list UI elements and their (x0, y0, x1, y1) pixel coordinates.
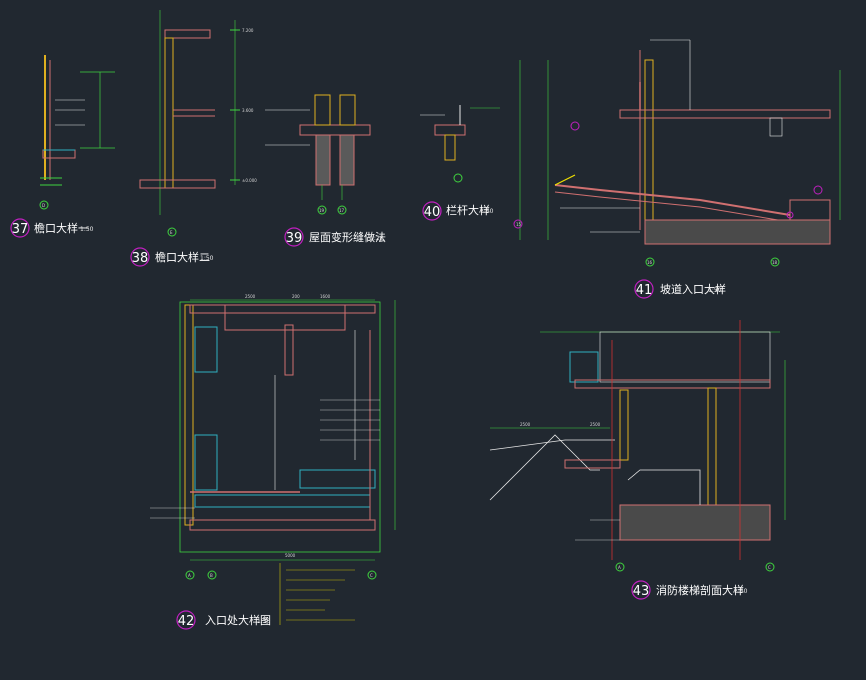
detail-43-dim-2: 2500 (590, 422, 601, 427)
axis-tag-A-42: A (188, 573, 191, 578)
axis-tag-C-42: C (370, 573, 373, 578)
detail-42-dim-top-1: 2500 (245, 294, 256, 299)
detail-42-drawing: 5000 2500 200 1600 (150, 294, 396, 625)
axis-tag-19: 19 (319, 208, 325, 213)
detail-42-scale: 1:50 (257, 618, 271, 625)
detail-39-title: 屋面变形缝做法 (309, 230, 386, 244)
detail-42-bubble (176, 610, 196, 630)
detail-38-level-top: 7.200 (242, 28, 254, 33)
detail-40-bubble (422, 201, 442, 221)
detail-42-dim-top-2: 200 (292, 294, 300, 299)
detail-40-number: 40 (424, 205, 441, 220)
detail-38-caption: 38 檐口大样二 1:50 (130, 247, 214, 267)
axis-tag-18: 18 (772, 260, 778, 265)
detail-43-scale: 1:50 (734, 588, 748, 595)
detail-41-title: 坡道入口大样 (660, 282, 726, 296)
axis-tag-17: 17 (339, 208, 345, 213)
detail-43-dim-1: 2500 (520, 422, 531, 427)
axis-tag-A-43: A (618, 565, 621, 570)
detail-38-number: 38 (132, 251, 149, 266)
detail-37-scale: 1:50 (80, 226, 94, 233)
axis-tag-d37: D (42, 203, 45, 208)
detail-37-number: 37 (12, 222, 29, 237)
detail-39-number: 39 (286, 231, 303, 246)
detail-40-caption: 40 栏杆大样 1:50 (422, 201, 494, 221)
detail-38-scale: 1:50 (200, 255, 214, 262)
detail-43-title: 消防楼梯剖面大样 (656, 583, 744, 597)
detail-41-caption: 41 坡道入口大样 1:50 (634, 279, 726, 299)
detail-39-caption: 39 屋面变形缝做法 1:20 (284, 227, 386, 247)
detail-42-number: 42 (178, 614, 195, 629)
detail-41-scale: 1:50 (708, 287, 722, 294)
axis-tag-C-43: C (768, 565, 771, 570)
detail-42-dim-bottom: 5000 (285, 553, 296, 558)
detail-37-title: 檐口大样一 (34, 221, 89, 235)
detail-42-title: 入口处大样图 (205, 613, 271, 627)
detail-39-scale: 1:20 (370, 235, 384, 242)
detail-40-scale: 1:50 (480, 208, 494, 215)
detail-39-bubble (284, 227, 304, 247)
detail-37-bubble (10, 218, 30, 238)
detail-41-bubble (634, 279, 654, 299)
detail-39-drawing (265, 94, 371, 215)
axis-tags: D E 19 17 15 A B C 16 18 A C (42, 203, 778, 578)
detail-43-drawing: 2500 2500 (489, 320, 786, 572)
detail-38-level-mid: 3.600 (242, 108, 254, 113)
detail-38-bubble (130, 247, 150, 267)
axis-tag-B-42: B (210, 573, 213, 578)
detail-43-bubble (631, 580, 651, 600)
detail-40-drawing (420, 105, 500, 183)
detail-41-number: 41 (636, 283, 653, 298)
detail-40-title: 栏杆大样 (446, 203, 490, 217)
detail-43-number: 43 (633, 584, 650, 599)
detail-41-drawing (513, 39, 841, 267)
detail-38-title: 檐口大样二 (155, 250, 210, 264)
detail-43-caption: 43 消防楼梯剖面大样 1:50 (631, 580, 748, 600)
detail-38-drawing: 7.200 3.600 ±0.000 (139, 10, 257, 237)
detail-42-dim-top-3: 1600 (320, 294, 331, 299)
axis-tag-16: 16 (647, 260, 653, 265)
detail-38-level-base: ±0.000 (242, 178, 257, 183)
detail-42-caption: 42 入口处大样图 1:50 (176, 610, 271, 630)
axis-tag-15: 15 (516, 222, 522, 227)
detail-37-drawing (39, 55, 115, 210)
detail-37-caption: 37 檐口大样一 1:50 (10, 218, 94, 238)
axis-tag-d38: E (170, 230, 173, 235)
